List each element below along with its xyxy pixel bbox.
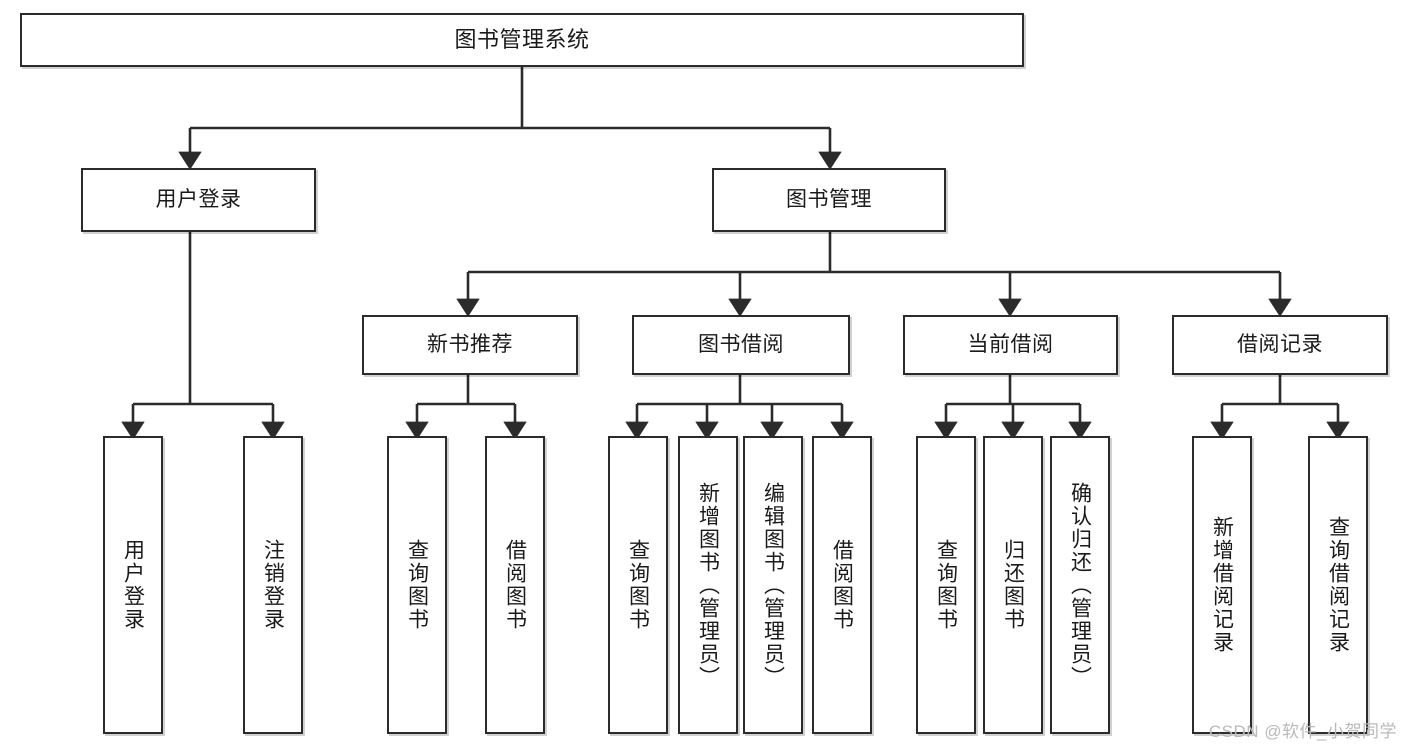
node-label: 注销登录 — [261, 539, 285, 631]
node-label: 归还图书 — [1001, 539, 1025, 631]
node-label: 图书管理 — [786, 187, 872, 211]
node-label: 用户登录 — [121, 539, 145, 631]
node-label: 图书管理系统 — [454, 27, 590, 53]
node-new-book-recommend[interactable]: 新书推荐 — [362, 315, 578, 375]
node-label: 查询图书 — [405, 539, 429, 631]
node-label: 编辑图书（管理员） — [761, 481, 785, 689]
node-leaf-user-login[interactable]: 用户登录 — [103, 436, 163, 734]
node-leaf-return-book[interactable]: 归还图书 — [983, 436, 1043, 734]
node-leaf-logout-login[interactable]: 注销登录 — [243, 436, 303, 734]
node-leaf-edit-book[interactable]: 编辑图书（管理员） — [743, 436, 803, 734]
node-user-login[interactable]: 用户登录 — [81, 168, 316, 232]
node-label: 借阅图书 — [503, 539, 527, 631]
node-leaf-borrow-book-1[interactable]: 借阅图书 — [485, 436, 545, 734]
node-label: 新增借阅记录 — [1210, 516, 1234, 654]
node-leaf-query-book-2[interactable]: 查询图书 — [608, 436, 668, 734]
node-book-borrow[interactable]: 图书借阅 — [632, 315, 850, 375]
node-label: 查询借阅记录 — [1326, 516, 1350, 654]
node-label: 借阅图书 — [830, 539, 854, 631]
node-label: 图书借阅 — [698, 332, 784, 356]
node-leaf-borrow-book-2[interactable]: 借阅图书 — [812, 436, 872, 734]
node-leaf-add-book[interactable]: 新增图书（管理员） — [678, 436, 738, 734]
node-label: 当前借阅 — [967, 332, 1054, 356]
node-leaf-confirm-return[interactable]: 确认归还（管理员） — [1050, 436, 1110, 734]
node-borrow-record[interactable]: 借阅记录 — [1172, 315, 1388, 375]
node-label: 新书推荐 — [427, 332, 513, 356]
node-book-management[interactable]: 图书管理 — [712, 168, 946, 232]
node-label: 确认归还（管理员） — [1068, 481, 1092, 689]
node-current-borrow[interactable]: 当前借阅 — [903, 315, 1118, 375]
node-label: 借阅记录 — [1237, 332, 1323, 356]
node-leaf-query-book-3[interactable]: 查询图书 — [916, 436, 976, 734]
node-label: 查询图书 — [626, 539, 650, 631]
node-label: 新增图书（管理员） — [696, 481, 720, 689]
node-leaf-query-record[interactable]: 查询借阅记录 — [1308, 436, 1368, 734]
node-label: 用户登录 — [155, 187, 242, 211]
csdn-watermark: CSDN @软件_小贺同学 — [1208, 722, 1397, 741]
node-label: 查询图书 — [934, 539, 958, 631]
node-root-book-management-system[interactable]: 图书管理系统 — [20, 13, 1024, 67]
node-leaf-query-book-1[interactable]: 查询图书 — [387, 436, 447, 734]
node-leaf-add-record[interactable]: 新增借阅记录 — [1192, 436, 1252, 734]
